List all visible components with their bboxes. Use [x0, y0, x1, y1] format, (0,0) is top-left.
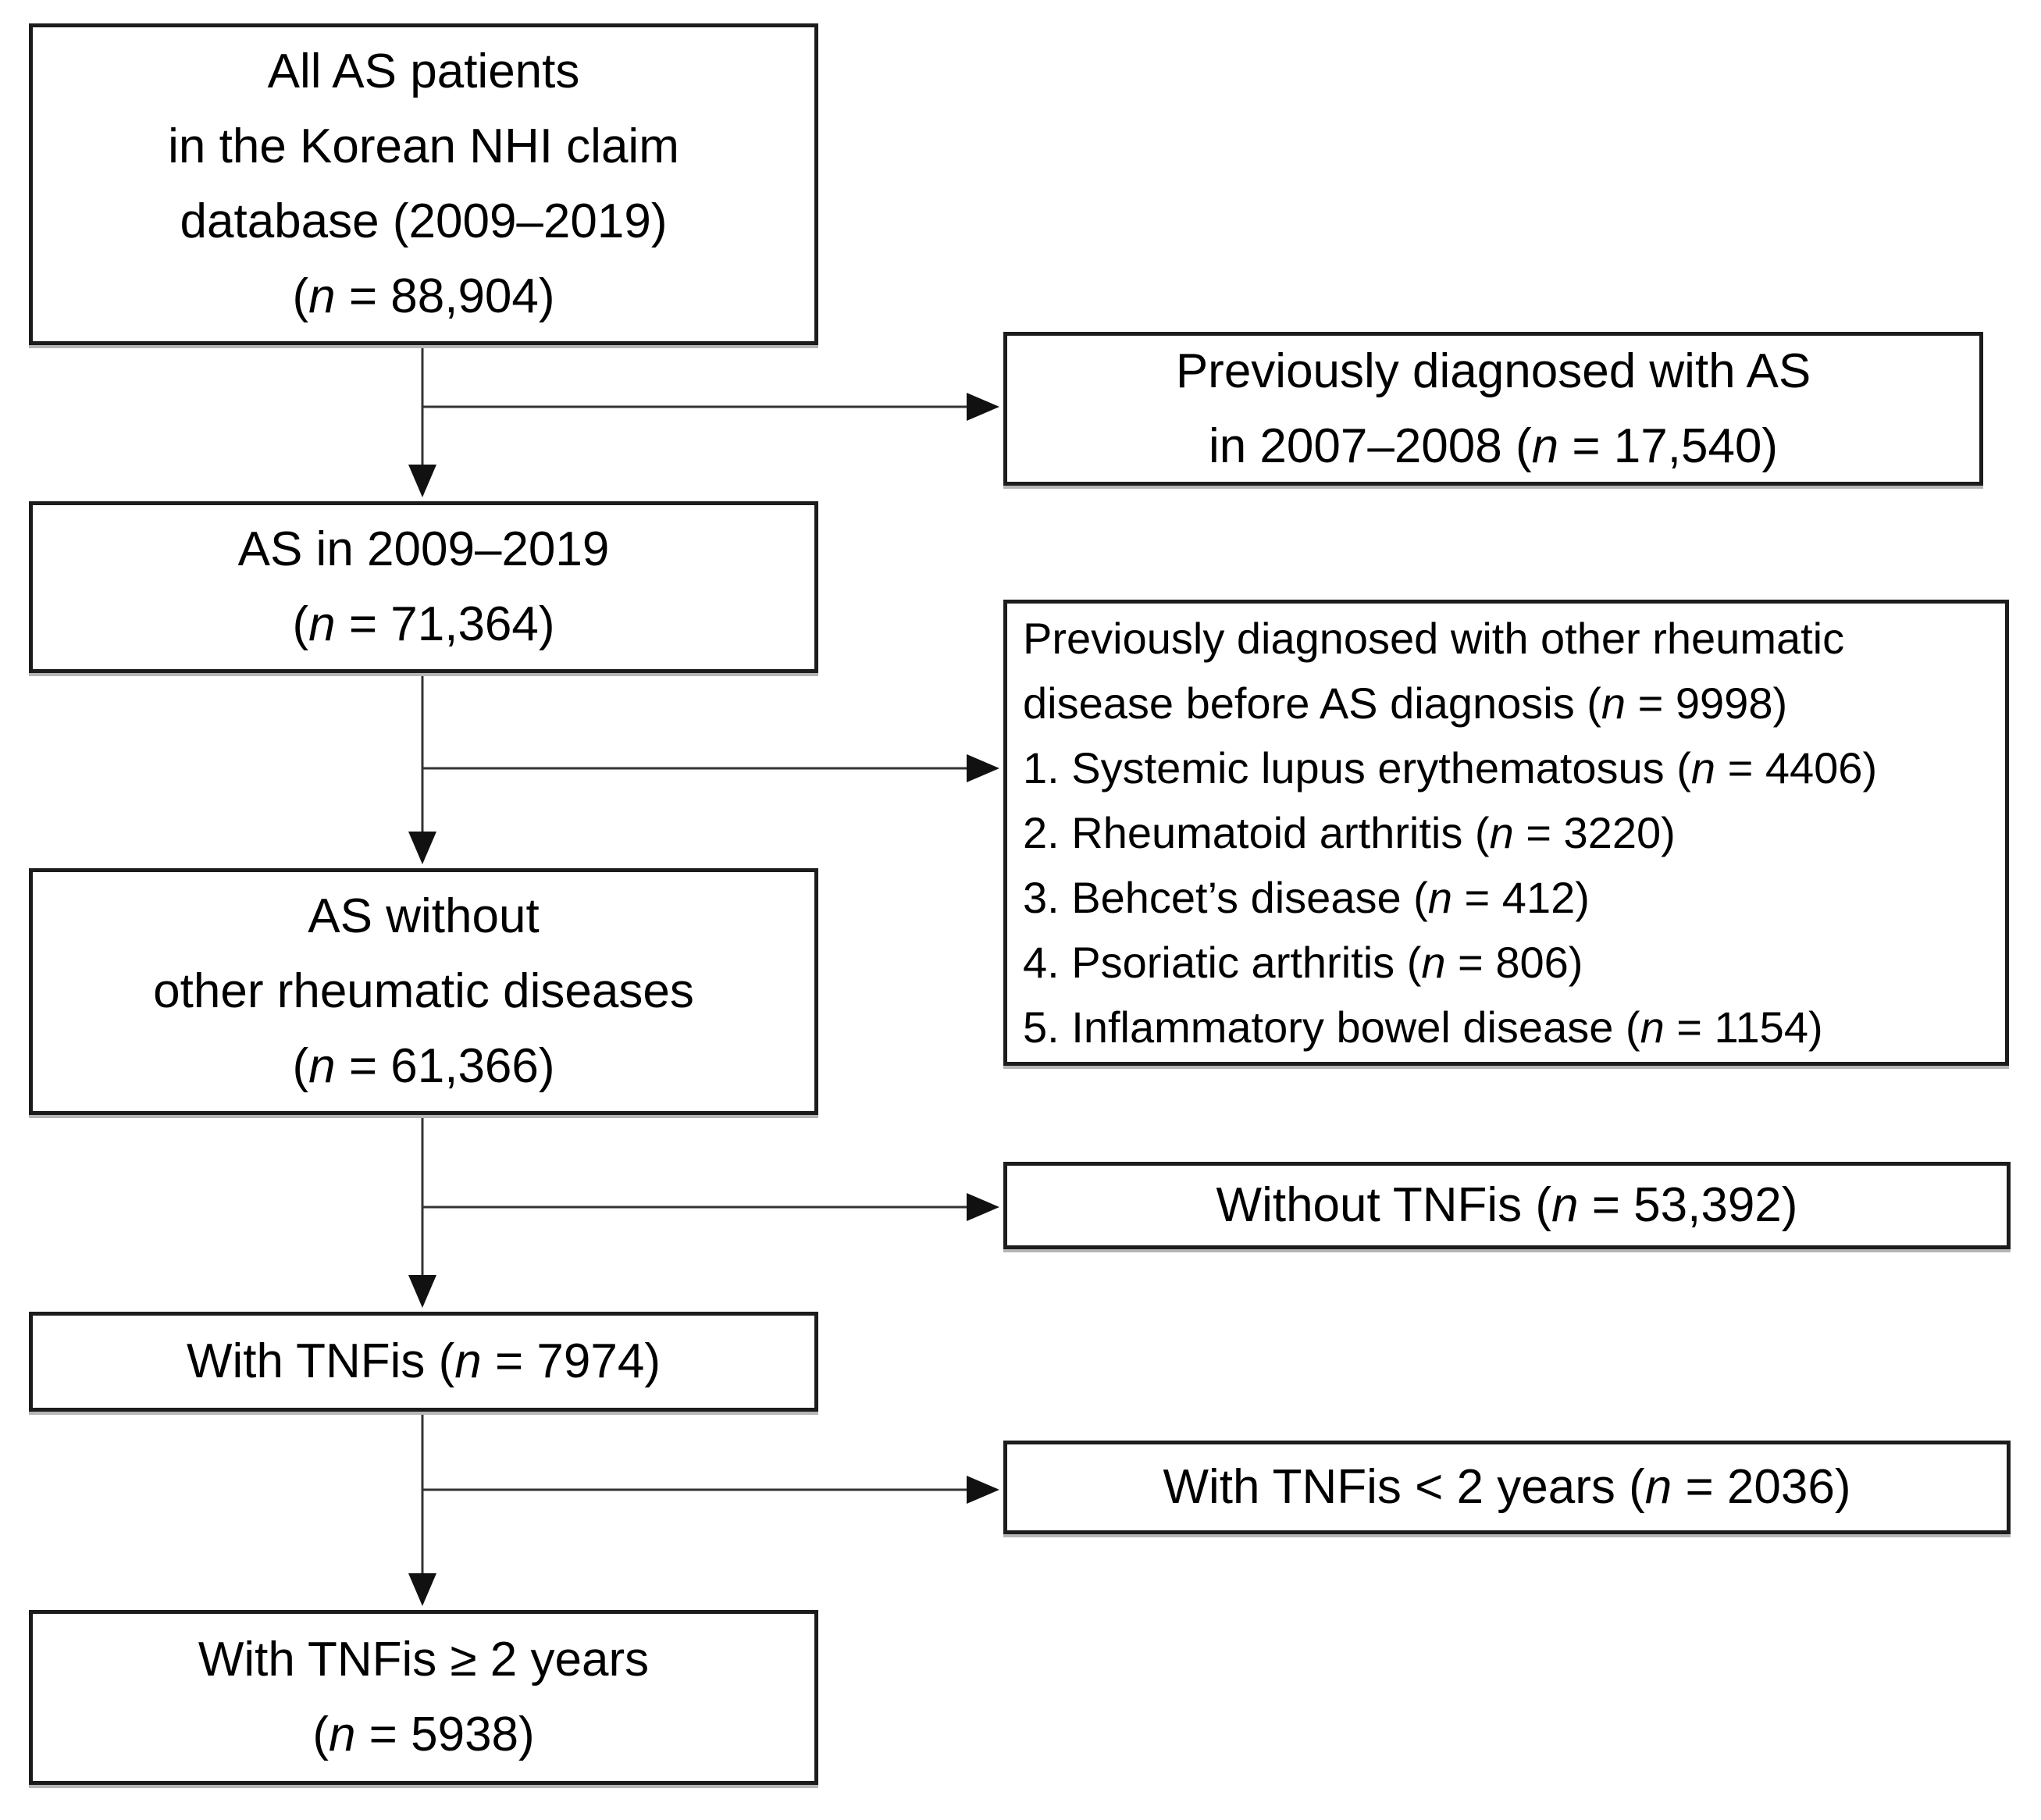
text-line: in the Korean NHI claim [168, 109, 679, 184]
text-segment: n [1531, 418, 1559, 473]
text-segment: in the Korean NHI claim [168, 119, 679, 173]
text-segment: AS without [308, 889, 540, 943]
text-line: AS without [308, 879, 539, 954]
text-segment: ( [312, 1708, 329, 1761]
text-segment: n [1640, 1003, 1665, 1052]
text-segment: n [1489, 808, 1514, 857]
text-segment: = 61,366) [335, 1039, 555, 1093]
box-excluded-other-rheumatic: Previously diagnosed with other rheumati… [1003, 600, 2009, 1066]
box-excluded-prior-as: Previously diagnosed with AS in 2007–2008… [1003, 332, 1983, 486]
text-segment: n [1427, 873, 1452, 922]
text-line: 1. Systemic lupus erythematosus (n = 440… [1023, 735, 1877, 800]
text-line: 5. Inflammatory bowel disease (n = 1154) [1023, 995, 1823, 1060]
text-segment: n [328, 1708, 356, 1761]
text-line: disease before AS diagnosis (n = 9998) [1023, 671, 1787, 735]
text-segment: All AS patients [267, 45, 580, 98]
box-with-tnfis-ge-2y: With TNFis ≥ 2 years (n = 5938) [29, 1610, 818, 1785]
text-segment: other rheumatic diseases [153, 964, 694, 1018]
text-segment: With TNFis ≥ 2 years [198, 1633, 650, 1686]
text-segment: 3. Behcet’s disease ( [1023, 873, 1428, 922]
text-line: With TNFis (n = 7974) [187, 1324, 661, 1399]
text-segment: = 3220) [1513, 808, 1676, 857]
box-with-tnfis: With TNFis (n = 7974) [29, 1312, 818, 1412]
text-segment: n [454, 1334, 482, 1388]
text-line: With TNFis ≥ 2 years [198, 1622, 649, 1697]
text-segment: 4. Psoriatic arthritis ( [1023, 938, 1422, 987]
text-segment: = 71,364) [335, 597, 555, 651]
text-segment: 2. Rheumatoid arthritis ( [1023, 808, 1490, 857]
box-with-tnfis-lt-2y: With TNFis < 2 years (n = 2036) [1003, 1441, 2011, 1534]
text-line: other rheumatic diseases [153, 954, 694, 1029]
box-as-2009-2019: AS in 2009–2019 (n = 71,364) [29, 501, 818, 673]
text-line: (n = 5938) [312, 1697, 534, 1772]
text-line: Previously diagnosed with other rheumati… [1023, 606, 1844, 671]
text-segment: n [308, 597, 336, 651]
text-line: (n = 61,366) [292, 1029, 554, 1104]
text-segment: 5. Inflammatory bowel disease ( [1023, 1003, 1640, 1052]
box-all-as-patients: All AS patients in the Korean NHI claim da… [29, 23, 818, 345]
text-segment: n [308, 1039, 336, 1093]
text-line: (n = 88,904) [292, 259, 554, 334]
text-segment: = 17,540) [1558, 418, 1779, 473]
text-line: database (2009–2019) [180, 184, 668, 259]
text-segment: Without TNFis ( [1216, 1178, 1552, 1232]
text-segment: = 53,392) [1578, 1178, 1798, 1232]
text-segment: n [1644, 1460, 1672, 1514]
text-segment: 1. Systemic lupus erythematosus ( [1023, 743, 1691, 792]
box-without-tnfis: Without TNFis (n = 53,392) [1003, 1162, 2011, 1249]
text-segment: ( [292, 597, 309, 651]
text-segment: n [1421, 938, 1446, 987]
box-as-without-other-rheumatic: AS without other rheumatic diseases (n = 6… [29, 868, 818, 1115]
text-segment: n [1601, 678, 1626, 728]
text-line: (n = 71,364) [292, 587, 554, 662]
text-segment: = 4406) [1715, 743, 1878, 792]
text-line: With TNFis < 2 years (n = 2036) [1163, 1450, 1851, 1525]
text-segment: AS in 2009–2019 [237, 522, 610, 576]
text-line: Previously diagnosed with AS [1176, 334, 1811, 409]
text-segment: Previously diagnosed with other rheumati… [1023, 614, 1845, 663]
text-segment: ( [292, 1039, 309, 1093]
text-segment: Previously diagnosed with AS [1175, 344, 1811, 398]
text-segment: = 412) [1451, 873, 1590, 922]
text-segment: disease before AS diagnosis ( [1023, 678, 1601, 728]
text-line: in 2007–2008 (n = 17,540) [1209, 409, 1778, 484]
text-line: 4. Psoriatic arthritis (n = 806) [1023, 930, 1583, 995]
text-segment: = 2036) [1672, 1460, 1851, 1514]
text-segment: ( [292, 269, 309, 323]
text-segment: With TNFis ( [187, 1334, 455, 1388]
text-segment: = 806) [1445, 938, 1583, 987]
text-segment: = 7974) [481, 1334, 661, 1388]
text-line: AS in 2009–2019 [238, 512, 610, 587]
text-segment: n [1551, 1178, 1579, 1232]
text-segment: = 9998) [1626, 678, 1788, 728]
text-segment: = 1154) [1664, 1003, 1823, 1052]
text-segment: n [1690, 743, 1716, 792]
text-segment: With TNFis < 2 years ( [1163, 1460, 1645, 1514]
text-segment: n [308, 269, 336, 323]
text-line: 3. Behcet’s disease (n = 412) [1023, 865, 1590, 930]
text-segment: = 88,904) [335, 269, 555, 323]
text-line: Without TNFis (n = 53,392) [1216, 1168, 1798, 1243]
text-line: All AS patients [268, 34, 580, 109]
text-segment: in 2007–2008 ( [1208, 418, 1532, 473]
text-segment: = 5938) [355, 1708, 535, 1761]
text-segment: database (2009–2019) [180, 194, 668, 248]
text-line: 2. Rheumatoid arthritis (n = 3220) [1023, 800, 1676, 865]
